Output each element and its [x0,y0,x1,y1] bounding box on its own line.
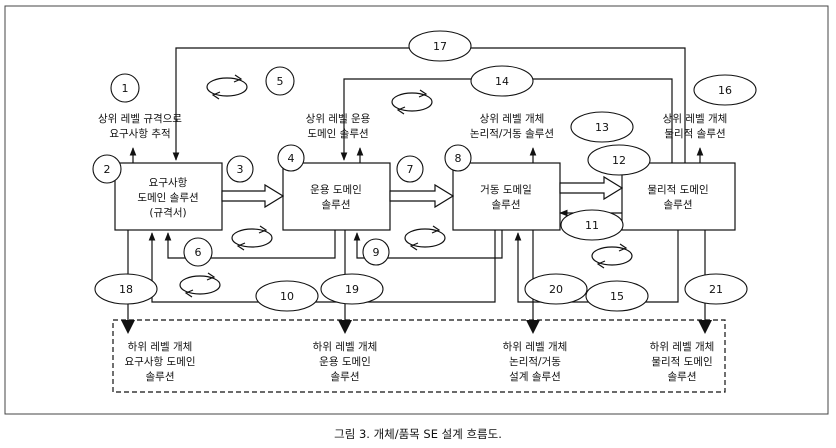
step-19-number: 19 [345,283,359,296]
step-21-ellipse [684,273,748,305]
lower-physical-line-2: 물리적 도메인 [651,356,712,368]
step-2-number: 2 [104,163,111,176]
upper-logical-label-2: 논리적/거동 솔루션 [470,128,554,140]
step-19-ellipse [320,273,384,305]
lower-req-line-1: 하위 레벨 개체 [128,340,193,353]
step-14-ellipse [470,65,534,97]
step-4-number: 4 [288,152,295,165]
requirements-box [114,162,223,231]
step-7-number: 7 [407,163,414,176]
step-12-number: 12 [612,154,626,167]
upper-op-label-1: 상위 레벨 운용 [306,112,371,125]
loop-6 [164,230,336,259]
step-6-number: 6 [195,246,202,259]
down-19-head [338,320,352,334]
step-14-number: 14 [495,75,509,88]
behavioral-box [452,162,561,231]
requirements-box-line-1: 요구사항 [149,177,188,189]
behavioral-box-line-2: 솔루션 [492,199,521,211]
step-15-number: 15 [610,290,624,303]
step-8-number: 8 [455,152,462,165]
step-18-number: 18 [119,283,133,296]
requirements-box-line-2: 도메인 솔루션 [137,192,198,204]
down-21-head [698,320,712,334]
step-1-circle [110,73,140,103]
operational-box [282,162,391,231]
physical-box [621,162,736,231]
requirements-box-line-3: (규격서) [149,206,186,219]
step-7-circle [396,155,424,183]
arrow-req-to-op [221,183,285,209]
step-11-number: 11 [585,219,599,232]
step-3-number: 3 [237,163,244,176]
step-16-number: 16 [718,84,732,97]
loop-10 [148,230,496,303]
step-10-number: 10 [280,290,294,303]
step-13-number: 13 [595,121,609,134]
step-15-ellipse [585,280,649,312]
figure-caption: 그림 3. 개체/품목 SE 설계 흐름도. [334,427,502,441]
step-18-ellipse [94,273,158,305]
step-8-circle [444,144,472,172]
step-5-number: 5 [277,75,284,88]
down-18-head [121,320,135,334]
step-5-circle [265,66,295,96]
step-16-ellipse [693,74,757,106]
lower-logical-line-3: 설계 솔루션 [509,371,561,383]
lower-req-line-3: 솔루션 [146,371,175,383]
lower-op-line-1: 하위 레벨 개체 [313,340,378,353]
upper-spec-label-1: 상위 레벨 규격으로 [98,112,182,125]
upper-spec-label-2: 요구사항 추적 [109,128,170,140]
down-20-head [526,320,540,334]
step-17-ellipse [408,30,472,62]
behavioral-box-line-1: 거동 도메일 [480,183,532,196]
operational-box-line-2: 솔루션 [322,199,351,211]
arrow-op-to-beh [389,183,455,209]
step-10-ellipse [255,280,319,312]
cycle-arrows-icon [179,74,633,298]
lower-logical-line-2: 논리적/거동 [509,356,561,368]
lower-physical-line-1: 하위 레벨 개체 [650,340,715,353]
step-9-number: 9 [373,246,380,259]
figure-border [4,5,829,415]
loop-9 [353,230,503,259]
step-9-circle [362,238,390,266]
operational-box-line-1: 운용 도메인 [310,184,362,196]
lower-op-line-3: 솔루션 [331,371,360,383]
step-4-circle [277,144,305,172]
step-2-circle [92,154,122,184]
lower-req-line-2: 요구사항 도메인 [125,356,196,368]
step-21-number: 21 [709,283,723,296]
lower-logical-line-1: 하위 레벨 개체 [503,340,568,353]
upper-physical-label-2: 물리적 솔루션 [664,128,725,140]
upper-op-label-2: 도메인 솔루션 [307,128,368,140]
upper-logical-label-1: 상위 레벨 개체 [480,112,545,125]
arrow-beh-to-phys [559,175,624,201]
lower-op-line-2: 운용 도메인 [319,356,371,368]
lower-level-box [112,319,726,393]
upper-physical-label-1: 상위 레벨 개체 [663,112,728,125]
lower-physical-line-3: 솔루션 [668,371,697,383]
physical-box-line-2: 솔루션 [664,199,693,211]
step-11-ellipse [560,209,624,241]
step-13-ellipse [570,111,634,143]
step-17-number: 17 [433,40,447,53]
physical-box-line-1: 물리적 도메인 [647,184,708,196]
step-3-circle [226,155,254,183]
step-20-number: 20 [549,283,563,296]
step-1-number: 1 [122,82,129,95]
step-20-ellipse [524,273,588,305]
step-6-circle [183,237,213,267]
step-12-ellipse [587,144,651,176]
